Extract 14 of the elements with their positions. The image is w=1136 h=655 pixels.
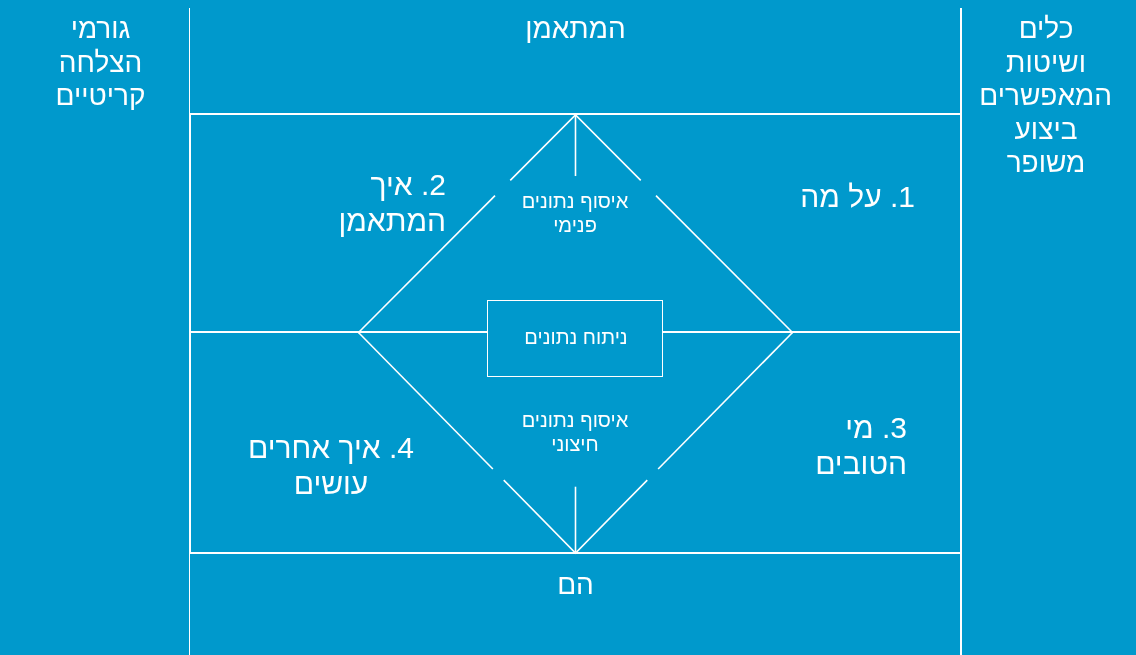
quadrant-label: 4. איך אחרים עושים [247,430,415,502]
quadrant-label: 1. על מה [799,179,915,215]
band-label: המתאמן [524,12,627,46]
quadrant-label: 3. מי הטובים [814,410,907,482]
column-heading: כלים ושיטות המאפשרים ביצוע משופר [980,12,1112,180]
process-box [487,300,663,377]
quadrant-label: 2. איך המתאמן [337,167,446,239]
triangle-label: איסוף נתונים חיצוני [520,408,630,456]
band-label: הם [556,568,595,602]
column-heading: גורמי הצלחה קריטיים [54,12,147,113]
bottom-band [190,552,961,655]
box-label: ניתוח נתונים [523,325,629,349]
triangle-label: איסוף נתונים פנימי [520,189,630,237]
top-band [190,8,961,115]
